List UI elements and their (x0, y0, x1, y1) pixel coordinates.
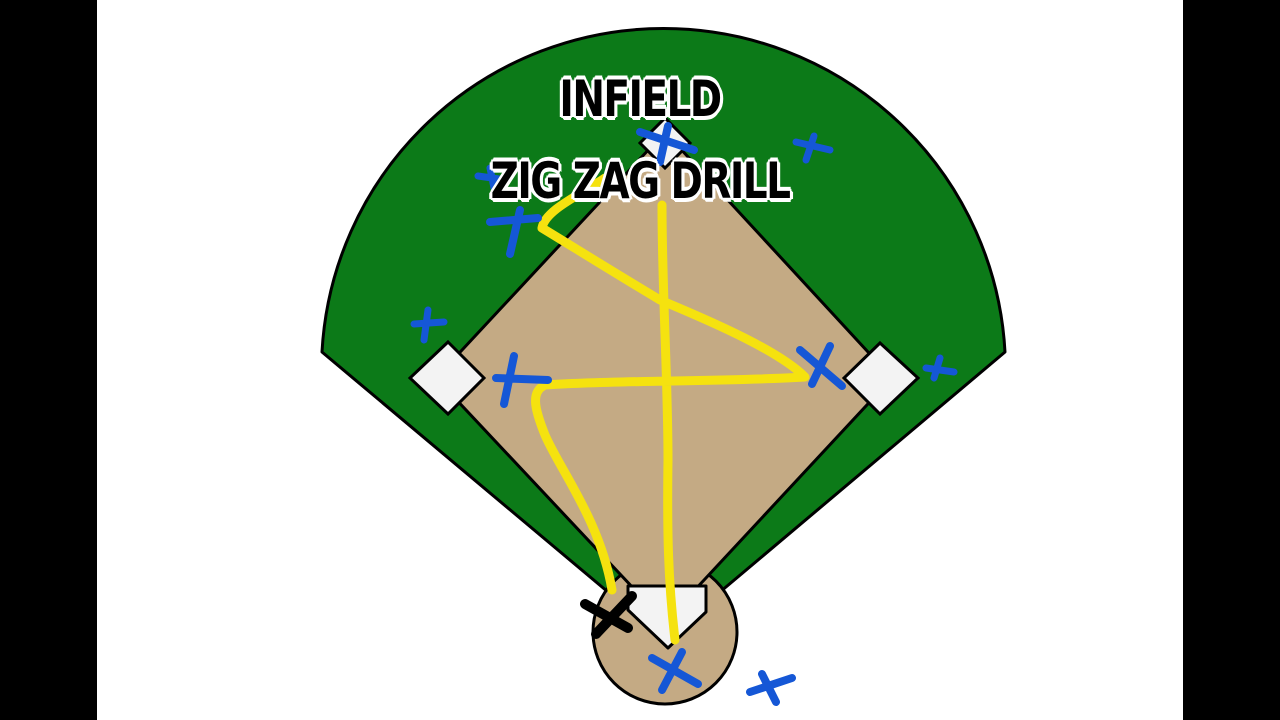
player-marker-second-right (792, 132, 834, 164)
player-marker-home-outside (746, 670, 796, 706)
player-marker-third (492, 352, 552, 408)
player-marker-first-outside (922, 354, 958, 382)
coach-marker (580, 591, 637, 639)
player-marker-short (486, 206, 542, 258)
ball-path (531, 173, 810, 645)
player-marker-second (636, 122, 698, 166)
first-base (841, 340, 921, 417)
title-line-1: INFIELD (559, 70, 722, 128)
player-marker-short-back (474, 164, 510, 192)
letterbox-left (0, 0, 97, 720)
third-base (407, 339, 487, 417)
title-line-2: ZIG ZAG DRILL (490, 152, 791, 210)
player-marker-third-outside (410, 306, 448, 344)
player-marker-first (796, 342, 846, 390)
player-marker-home-catcher (648, 648, 702, 694)
letterbox-right (1183, 0, 1280, 720)
